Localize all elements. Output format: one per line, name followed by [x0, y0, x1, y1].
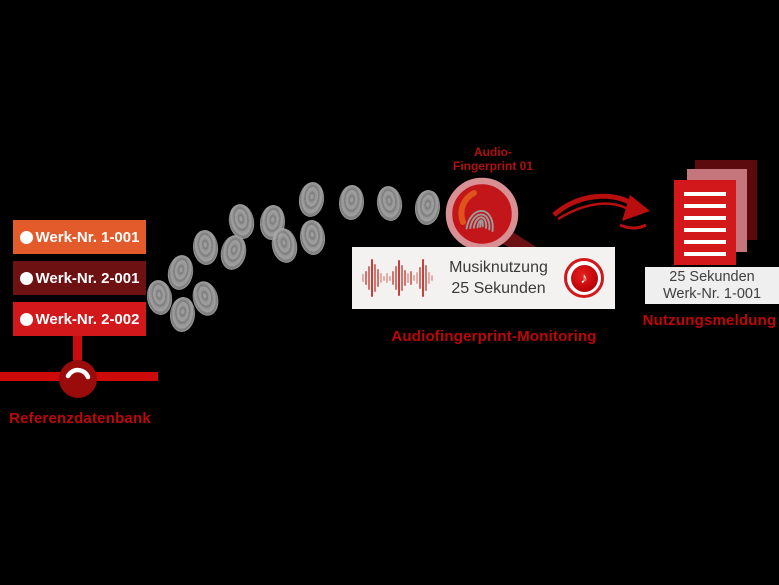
work-bullet-icon: [19, 230, 33, 244]
waveform-bar: [404, 270, 406, 286]
work-label: Werk-Nr. 2-001: [35, 269, 140, 287]
waveform-bar: [407, 273, 409, 283]
waveform-bar: [416, 272, 418, 284]
usage-line2: 25 Sekunden: [451, 280, 546, 297]
doc-line: [684, 216, 726, 220]
report-line2: Werk-Nr. 1-001: [662, 285, 762, 302]
waveform-bar: [431, 275, 433, 281]
waveform-bar: [368, 266, 370, 290]
waveform-bar: [413, 275, 415, 281]
database-icon: [59, 360, 97, 398]
reference-caption: Referenzdatenbank: [9, 410, 151, 427]
music-note-icon: ♪: [564, 258, 604, 298]
waveform-bar: [362, 274, 364, 282]
arrow-icon: [552, 193, 650, 230]
waveform-bar: [365, 271, 367, 285]
doc-line: [684, 204, 726, 208]
waveform-bar: [398, 260, 400, 296]
waveform-bar: [422, 259, 424, 297]
audio-fingerprint-label-line1: Audio-: [474, 145, 512, 159]
work-box-2: Werk-Nr. 2-001: [13, 261, 146, 295]
audio-fingerprint-label: Audio- Fingerprint 01: [438, 145, 548, 173]
waveform-icon: [362, 255, 433, 301]
work-label: Werk-Nr. 1-001: [35, 228, 140, 246]
audio-fingerprint-label-line2: Fingerprint 01: [452, 159, 533, 173]
usage-line1: Musiknutzung: [449, 259, 548, 276]
waveform-bar: [380, 273, 382, 283]
usage-report-box: 25 Sekunden Werk-Nr. 1-001: [645, 267, 779, 304]
waveform-bar: [386, 273, 388, 283]
document-front-icon: [674, 180, 736, 265]
fingerprint-dot: [298, 218, 327, 257]
doc-line: [684, 192, 726, 196]
doc-line: [684, 252, 726, 256]
waveform-bar: [419, 267, 421, 289]
fingerprint-dot: [337, 184, 366, 221]
work-bullet-icon: [19, 312, 33, 326]
report-line1: 25 Sekunden: [669, 268, 755, 285]
music-note-glyph: ♪: [570, 264, 598, 292]
waveform-bar: [383, 275, 385, 281]
waveform-bar: [377, 269, 379, 287]
waveform-bar: [395, 266, 397, 290]
work-box-3: Werk-Nr. 2-002: [13, 302, 146, 336]
connector-vertical: [73, 336, 82, 374]
work-bullet-icon: [19, 271, 33, 285]
fingerprint-dot: [296, 180, 327, 219]
waveform-bar: [428, 272, 430, 284]
work-box-1: Werk-Nr. 1-001: [13, 220, 146, 254]
waveform-bar: [374, 264, 376, 292]
monitoring-caption: Audiofingerprint-Monitoring: [391, 328, 597, 345]
report-caption: Nutzungsmeldung: [642, 312, 777, 329]
fingerprint-dot: [191, 228, 220, 267]
doc-line: [684, 228, 726, 232]
usage-text: Musiknutzung 25 Sekunden: [433, 257, 564, 299]
fingerprint-dot: [374, 184, 405, 223]
fingerprint-dot: [168, 295, 197, 334]
music-usage-panel: Musiknutzung 25 Sekunden ♪: [352, 247, 615, 309]
waveform-bar: [392, 271, 394, 285]
work-label: Werk-Nr. 2-002: [35, 310, 140, 328]
doc-line: [684, 240, 726, 244]
fingerprint-dot: [165, 253, 196, 292]
waveform-bar: [371, 259, 373, 297]
waveform-bar: [389, 275, 391, 281]
waveform-bar: [401, 265, 403, 291]
waveform-bar: [425, 265, 427, 291]
waveform-bar: [410, 271, 412, 285]
